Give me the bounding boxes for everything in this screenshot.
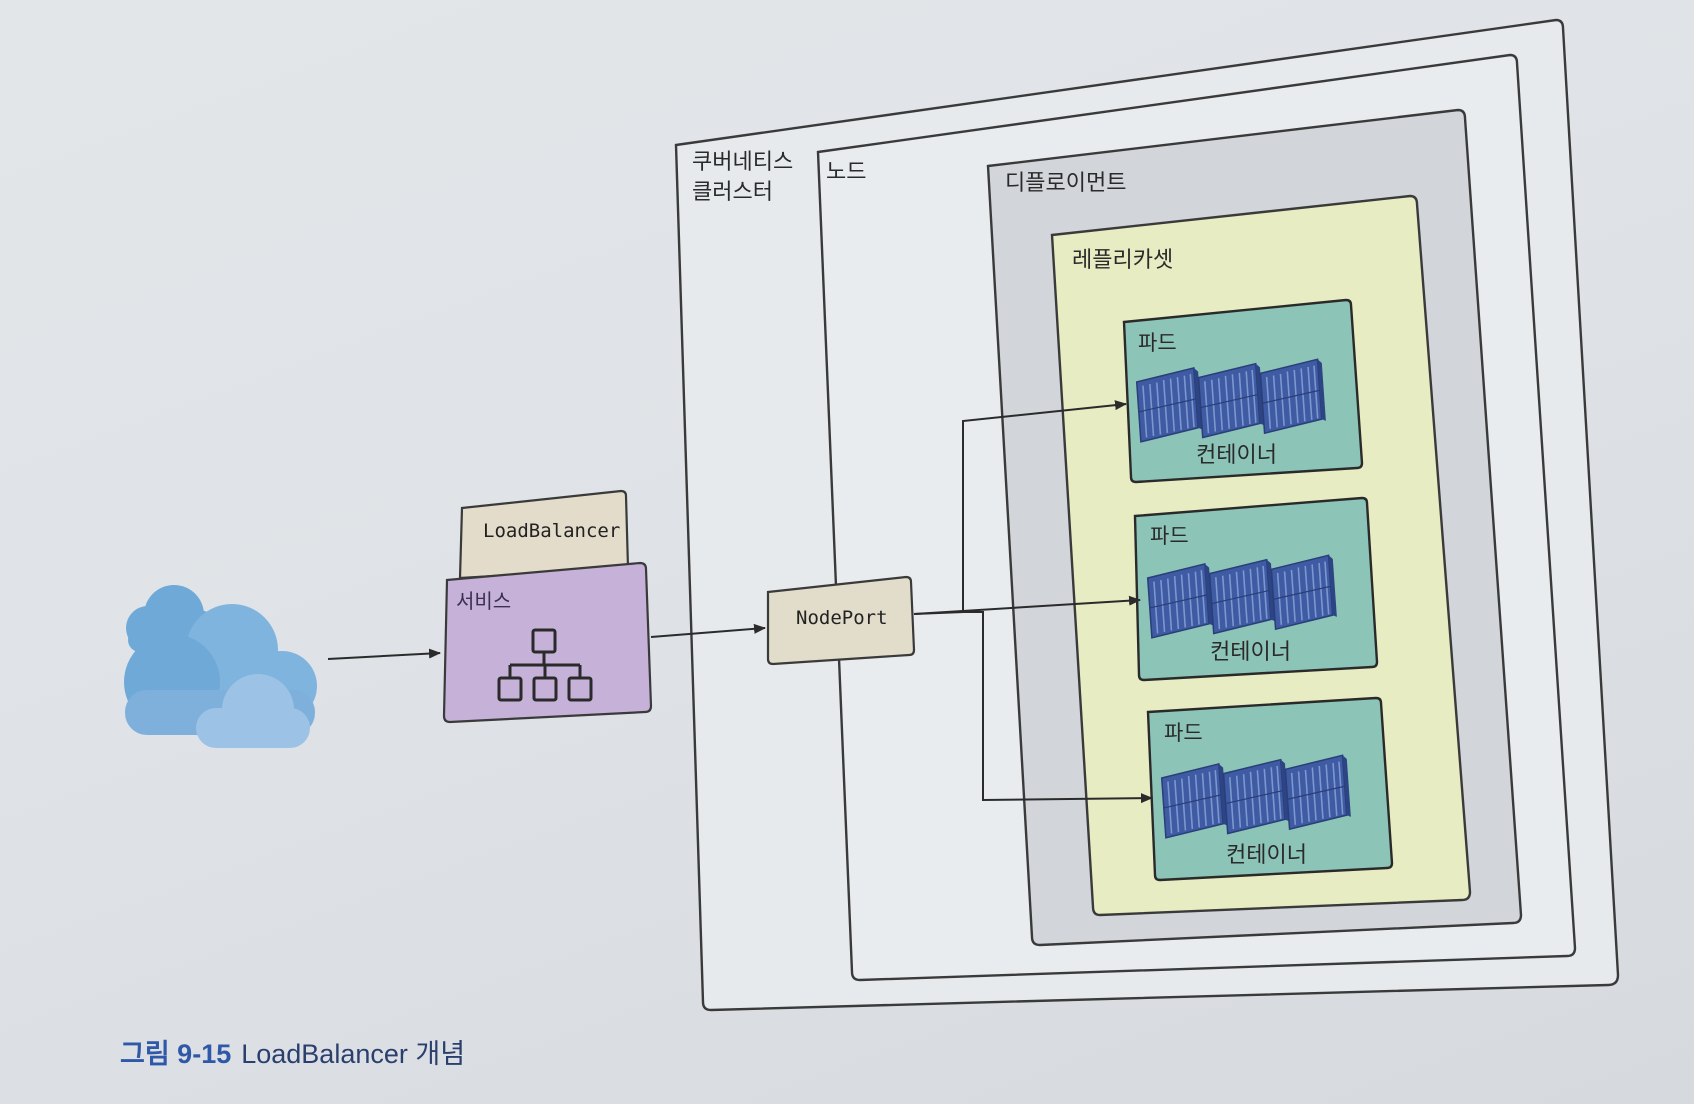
pod-3-container-label: 컨테이너 [1226,843,1307,868]
cluster-label: 쿠버네티스 클러스터 [692,148,793,208]
replicaset-label: 레플리카셋 [1072,248,1174,273]
hierarchy-icon [497,628,593,702]
deployment-label: 디플로이먼트 [1005,171,1127,196]
node-label: 노드 [826,160,867,185]
pod-1-container-label: 컨테이너 [1196,443,1277,468]
arrow-nodeport-to-pod-3 [963,611,1153,804]
service-box [442,561,653,724]
nodeport-label: NodePort [796,607,888,629]
service-label: 서비스 [456,589,512,613]
figure-caption-text: LoadBalancer 개념 [241,1039,466,1069]
loadbalancer-label: LoadBalancer [483,520,621,542]
figure-number: 그림 9-15 [120,1039,232,1069]
nodeport-box [766,575,916,666]
figure-caption: 그림 9-15 LoadBalancer 개념 [120,1032,465,1071]
cloud-icon [124,585,317,748]
arrow-cloud-to-service [327,648,441,660]
pod-3-label: 파드 [1164,721,1203,745]
pod-2-container-label: 컨테이너 [1210,640,1291,665]
arrow-nodeport-to-pod-2 [913,595,1141,615]
cluster-label-line1: 쿠버네티스 [692,150,794,175]
pod-1-label: 파드 [1138,331,1177,355]
pod-2-label: 파드 [1150,524,1189,548]
cluster-label-line2: 클러스터 [692,180,773,205]
arrow-service-to-nodeport [650,623,766,638]
loadbalancer-box [458,489,630,580]
